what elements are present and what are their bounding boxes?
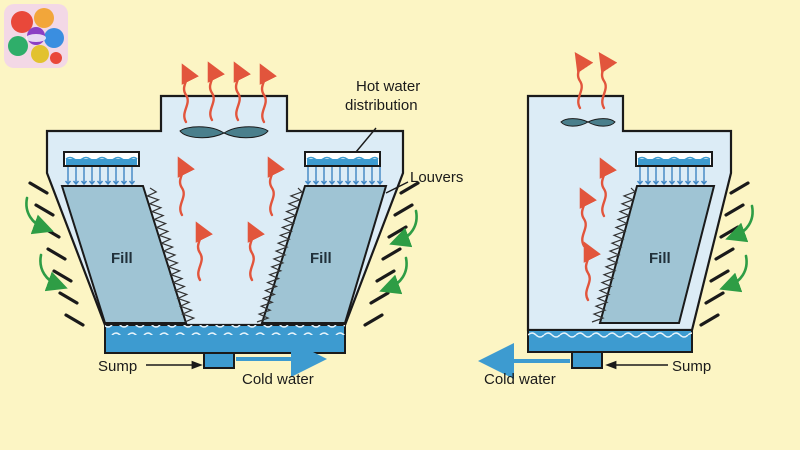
fan-icon xyxy=(179,126,269,139)
spray-drop-head xyxy=(112,180,120,186)
spray-drop-head xyxy=(376,180,384,186)
spray-drop-head xyxy=(360,180,368,186)
spray-drop-head xyxy=(80,180,88,186)
sump xyxy=(203,352,235,369)
label-cold-water: Cold water xyxy=(484,371,556,388)
label-fill: Fill xyxy=(649,250,671,267)
spray-drop-head xyxy=(352,180,360,186)
label-louvers: Louvers xyxy=(410,169,463,186)
spray-drop-head xyxy=(692,180,700,186)
spray-drop-head xyxy=(636,180,644,186)
spray-drop-head xyxy=(72,180,80,186)
spray-drop-head xyxy=(64,180,72,186)
fill-block-left xyxy=(60,185,188,324)
spray-drop-head xyxy=(96,180,104,186)
spray-drop-head xyxy=(88,180,96,186)
spray-nozzles xyxy=(636,167,708,186)
spray-drop-head xyxy=(128,180,136,186)
spray-drop-head xyxy=(104,180,112,186)
fill-block xyxy=(598,185,716,324)
brand-logo xyxy=(4,4,68,68)
spray-drop-head xyxy=(684,180,692,186)
spray-drop-head xyxy=(676,180,684,186)
inlet-air-arrows xyxy=(719,204,754,293)
spray-drop-head xyxy=(344,180,352,186)
spray-nozzles-right xyxy=(304,167,384,186)
right-tower: Fill Sump Cold water xyxy=(478,52,754,388)
spray-drop-head xyxy=(304,180,312,186)
distribution-basin-left xyxy=(63,151,140,167)
spray-drop-head xyxy=(328,180,336,186)
label-fill-right: Fill xyxy=(310,250,332,267)
exhaust-air-arrows xyxy=(574,52,618,302)
drift-eliminator xyxy=(591,187,637,323)
spray-drop-head xyxy=(644,180,652,186)
spray-nozzles-left xyxy=(64,167,136,186)
leader-louvers xyxy=(385,181,409,194)
fan-icon xyxy=(560,118,616,127)
spray-drop-head xyxy=(652,180,660,186)
spray-drop-head xyxy=(368,180,376,186)
inlet-air-arrows xyxy=(25,196,418,295)
label-sump: Sump xyxy=(98,358,137,375)
spray-drop-head xyxy=(320,180,328,186)
label-cold-water: Cold water xyxy=(242,371,314,388)
label-hot-water-1: Hot water xyxy=(356,78,420,95)
label-sump: Sump xyxy=(672,358,711,375)
left-tower: Hot water distribution Louvers Fill Fill… xyxy=(25,61,463,388)
spray-drop-head xyxy=(312,180,320,186)
label-hot-water-2: distribution xyxy=(345,97,418,114)
spray-drop-head xyxy=(120,180,128,186)
distribution-basin-right xyxy=(304,151,381,167)
leader-hot-water xyxy=(355,127,377,153)
drift-eliminator-left xyxy=(145,187,196,323)
spray-drop-head xyxy=(700,180,708,186)
spray-drop-head xyxy=(660,180,668,186)
cold-water-basin xyxy=(104,324,346,369)
cold-water-basin xyxy=(527,329,693,369)
distribution-basin xyxy=(635,151,713,167)
drift-eliminator-right xyxy=(256,187,303,323)
spray-drop-head xyxy=(336,180,344,186)
spray-drop-head xyxy=(668,180,676,186)
sump xyxy=(571,351,603,369)
label-fill-left: Fill xyxy=(111,250,133,267)
exhaust-air-arrows xyxy=(177,61,285,282)
